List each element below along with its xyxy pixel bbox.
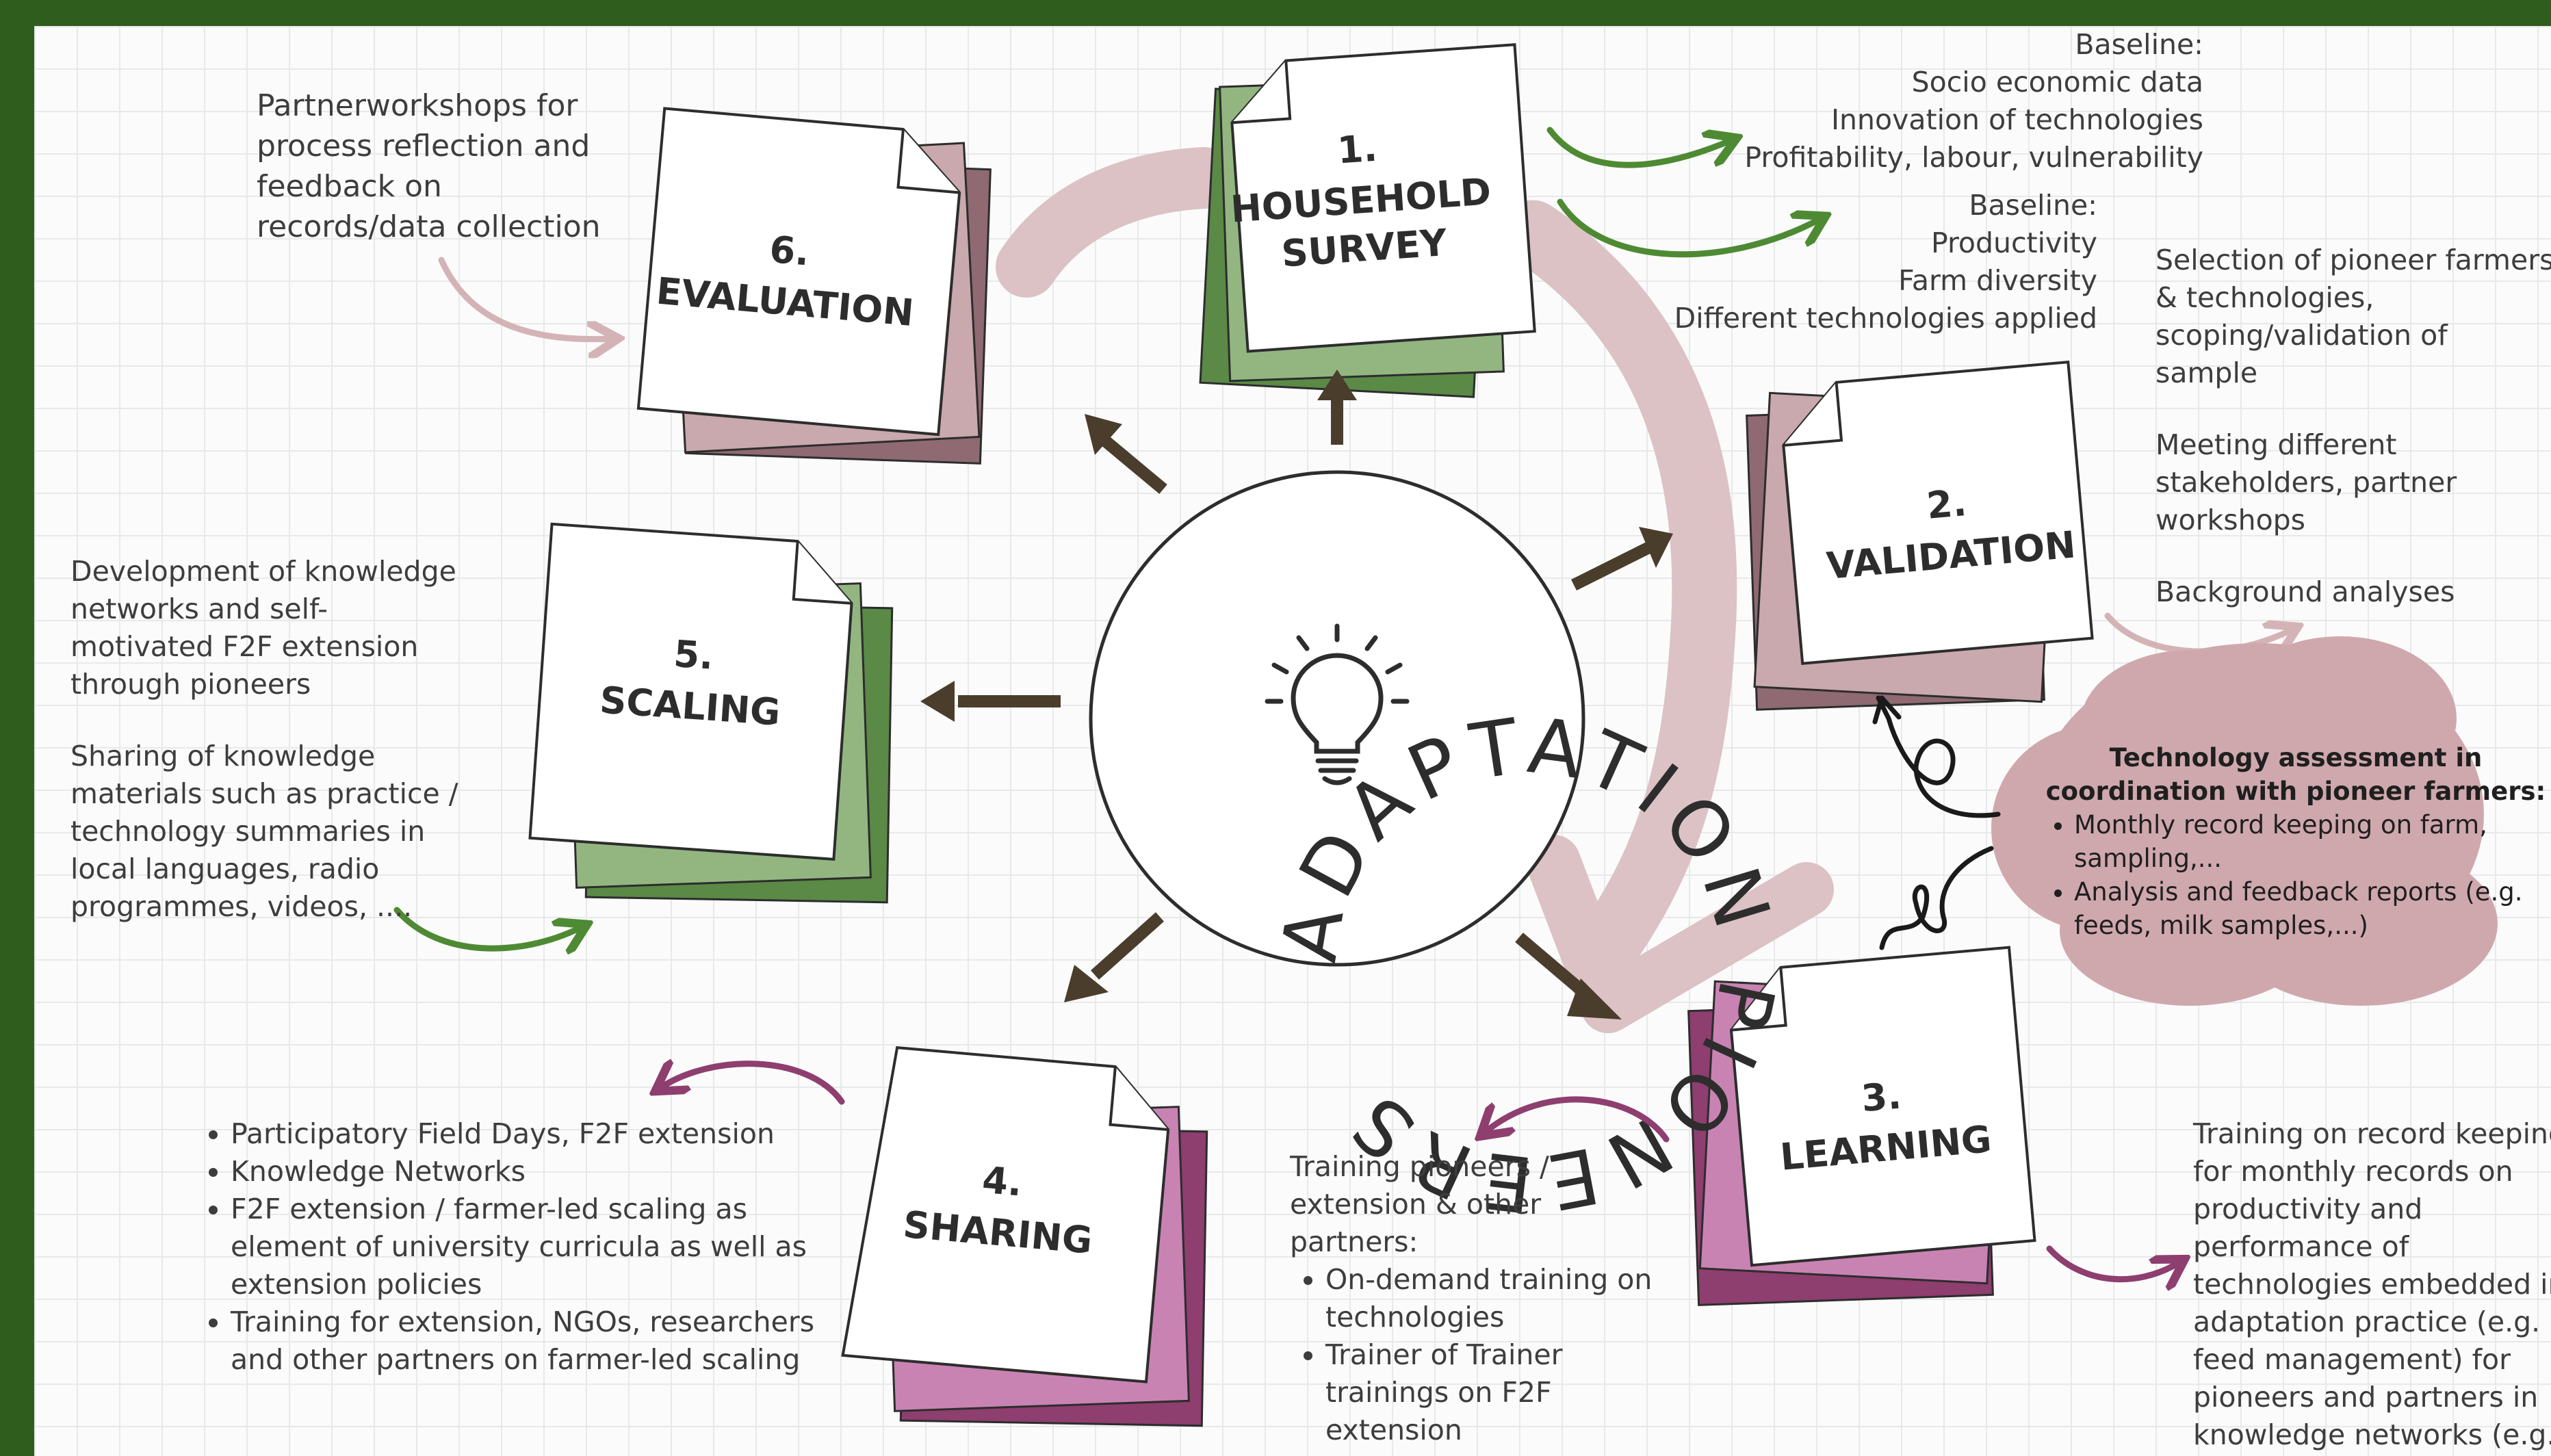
arrow-to-scaling [920,681,1061,722]
curly-connectors [1872,695,2001,950]
note-line: Profitability, labour, vulnerability [1744,141,2203,174]
list-item: F2F extension / farmer-led scaling as el… [231,1191,852,1303]
note-paragraph: Partnerworkshops for process reflection … [257,88,601,244]
note-line: Farm diversity [1898,264,2097,297]
note-line: Baseline: [2075,28,2203,61]
arrow-to-evaluation [1085,414,1167,494]
note-line: Productivity [1930,226,2097,259]
note-line: Innovation of technologies [1830,103,2203,136]
list-item: Participatory Field Days, F2F extension [231,1115,852,1153]
card-number: 5. [673,632,715,678]
plum-arrow-sharing [660,1064,845,1105]
note-paragraph: Meeting different stakeholders, partner … [2155,428,2457,536]
card-learning: 3. LEARNING [1687,946,2036,1306]
baseline-socio-note: Baseline: Socio economic data Innovation… [1622,26,2203,177]
list-item: Trainer of Trainer trainings on F2F exte… [1325,1336,1659,1449]
list-item: Knowledge Networks [231,1153,852,1191]
connector-arrows [393,127,2292,1279]
tech-assessment-cloud [1991,636,2498,1006]
card-sharing: 4. SHARING [841,1045,1208,1427]
list-item: Training for extension, NGOs, researcher… [231,1303,852,1379]
cloud-title: Technology assessment in coordination wi… [2045,743,2546,806]
arrow-to-validation [1570,527,1673,591]
note-line: Baseline: [1969,189,2097,222]
note-paragraph: Training on record keeping for monthly r… [2193,1117,2551,1451]
baseline-productivity-note: Baseline: Productivity Farm diversity Di… [1540,187,2097,337]
training-pioneers-note: Training pioneers / extension & other pa… [1290,1148,1659,1449]
diagram-board: 1. HOUSEHOLD SURVEY 6. EVALUATION 2. VAL… [34,26,2551,1456]
note-line: Different technologies applied [1674,302,2097,335]
arrow-to-household [1317,369,1357,445]
note-paragraph: Selection of pioneer farmers & technolog… [2155,244,2551,389]
card-household-survey: 1. HOUSEHOLD SURVEY [1199,43,1536,398]
pink-arrow-evaluation [438,257,612,339]
note-paragraph: Development of knowledge networks and se… [70,555,456,701]
note-paragraph: Sharing of knowledge materials such as p… [70,740,458,923]
plum-arrow-learning [1485,1096,1670,1143]
validation-notes: Selection of pioneer farmers & technolog… [2155,242,2551,645]
arrow-to-learning [1515,933,1622,1019]
tech-assessment-note: Technology assessment in coordination wi… [2043,741,2549,942]
list-item: Monthly record keeping on farm, sampling… [2074,808,2549,875]
card-number: 1. [1336,127,1378,172]
sharing-notes: Participatory Field Days, F2F extension … [195,1115,852,1379]
green-arrow-baseline-1 [1546,127,1731,168]
card-validation: 2. VALIDATION [1746,361,2094,711]
card-number: 4. [981,1158,1024,1205]
card-scaling: 5. SCALING [528,522,894,904]
record-training-note: Training on record keeping for monthly r… [2193,1115,2551,1456]
evaluation-note: Partnerworkshops for process reflection … [257,86,640,247]
note-intro: Training pioneers / extension & other pa… [1290,1150,1549,1258]
note-paragraph: Background analyses [2155,575,2455,608]
diagram-canvas: 1. HOUSEHOLD SURVEY 6. EVALUATION 2. VAL… [393,43,2498,1427]
list-item: Analysis and feedback reports (e.g. feed… [2074,875,2549,942]
note-line: Socio economic data [1911,66,2203,99]
scaling-notes: Development of knowledge networks and se… [70,553,467,960]
list-item: On-demand training on technologies [1325,1261,1659,1336]
green-arrow-baseline-2 [1557,198,1820,258]
card-number: 2. [1925,481,1968,528]
card-number: 3. [1860,1074,1903,1120]
green-arrow-scaling [393,907,582,948]
radial-arrows [920,369,1673,1019]
arrow-to-sharing [1064,912,1165,1002]
card-number: 6. [768,228,811,274]
lightbulb-icon [1265,623,1410,785]
plum-arrow-record-training [2046,1245,2179,1279]
card-evaluation: 6. EVALUATION [636,107,992,465]
